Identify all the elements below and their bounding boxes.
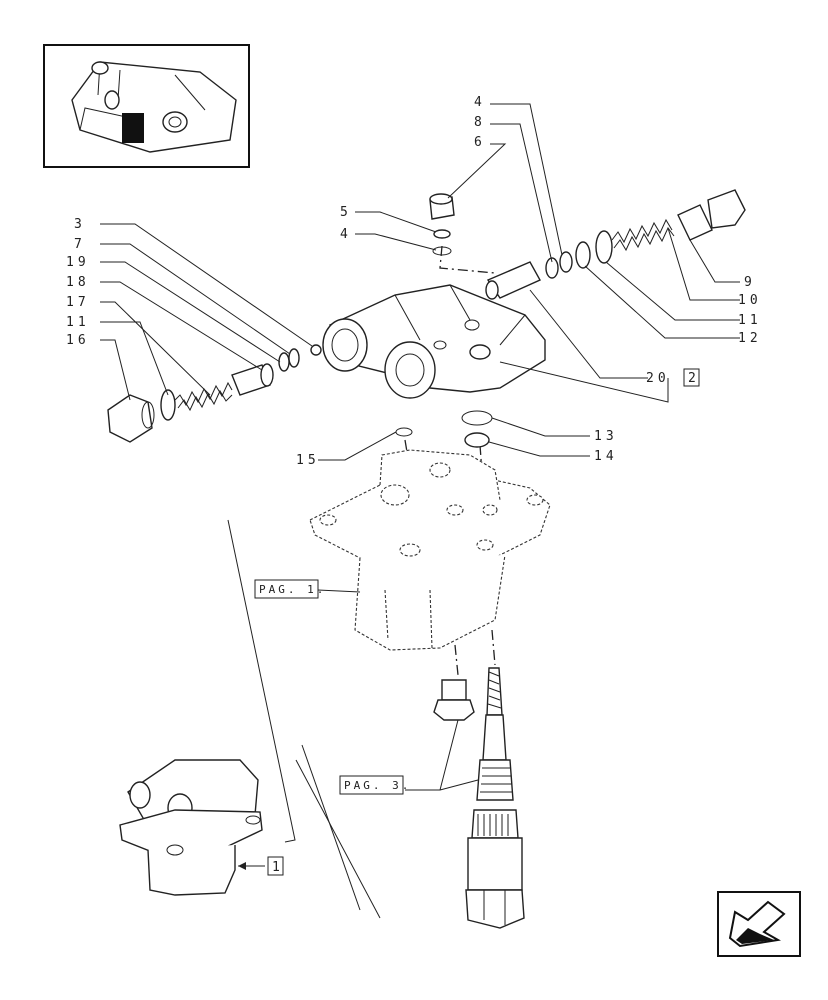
- highlight-marker: [122, 113, 144, 143]
- box-2-frame: [683, 368, 700, 387]
- valve-body[interactable]: [322, 284, 546, 399]
- box-label-1: 1: [272, 860, 284, 875]
- label-10: 10: [738, 293, 762, 308]
- label-16: 16: [66, 333, 90, 348]
- label-11-right: 11: [738, 313, 762, 328]
- label-14: 14: [594, 449, 618, 464]
- label-3: 3: [74, 217, 86, 232]
- return-arrow-icon[interactable]: [717, 891, 801, 957]
- box-label-2: 2: [688, 371, 700, 386]
- right-valve-assembly[interactable]: [485, 189, 746, 300]
- label-7: 7: [74, 237, 86, 252]
- label-13: 13: [594, 429, 618, 444]
- label-20: 20: [646, 371, 670, 386]
- label-4-right: 4: [474, 95, 486, 110]
- pump-housing-phantom: [309, 449, 551, 651]
- left-valve-assembly[interactable]: [107, 344, 322, 443]
- pag3-frame: [339, 775, 404, 795]
- ref-pag-3: PAG. 3.: [344, 779, 411, 792]
- leader-lines: [100, 103, 740, 870]
- reference-assembly[interactable]: [119, 759, 263, 896]
- label-15: 15: [296, 453, 320, 468]
- bottom-seal-rings[interactable]: [395, 410, 493, 448]
- label-19: 19: [66, 255, 90, 270]
- box-1-frame: [267, 856, 284, 876]
- label-4-top: 4: [340, 227, 352, 242]
- label-11-left: 11: [66, 315, 90, 330]
- label-9: 9: [744, 275, 756, 290]
- top-fittings[interactable]: [429, 193, 455, 256]
- label-18: 18: [66, 275, 90, 290]
- label-5: 5: [340, 205, 352, 220]
- ref-pag-1: PAG. 1.: [259, 583, 326, 596]
- thumbnail-locator[interactable]: [43, 44, 250, 168]
- label-17: 17: [66, 295, 90, 310]
- connector-fittings[interactable]: [433, 667, 525, 929]
- label-12: 12: [738, 331, 762, 346]
- callout-labels: 3 7 19 18 17 11 16 5 4 4 8 6 9 10 11 12 …: [66, 95, 762, 876]
- label-6: 6: [474, 135, 486, 150]
- label-8: 8: [474, 115, 486, 130]
- pag1-frame: [254, 579, 319, 599]
